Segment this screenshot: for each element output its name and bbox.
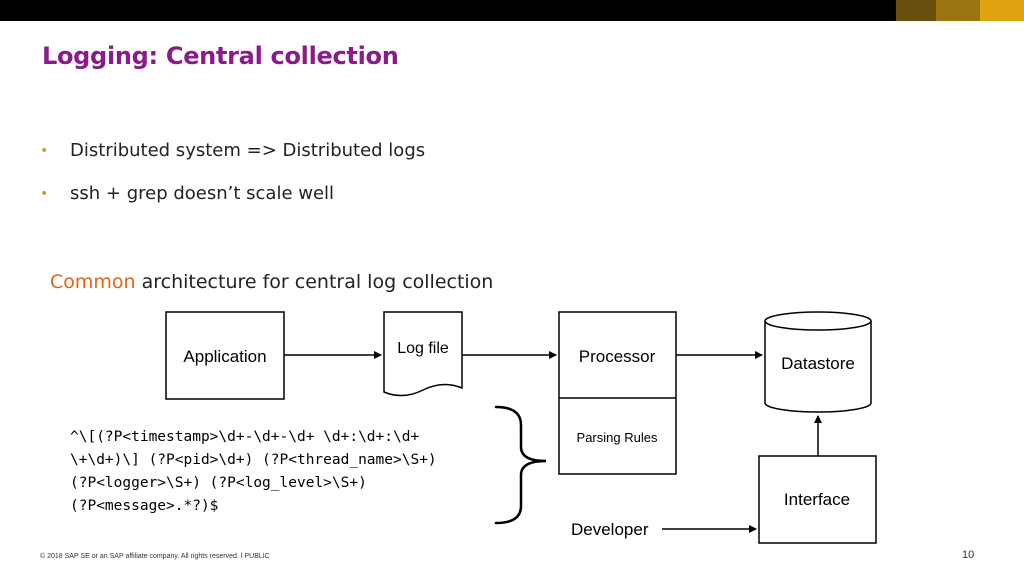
top-bar-segment-2 (936, 0, 980, 21)
regex-line: ^\[(?P<timestamp>\d+-\d+-\d+ \d+:\d+:\d+ (70, 429, 419, 445)
log-file-shape (383, 311, 463, 397)
datastore-cylinder (764, 321, 872, 413)
parsing-rules-label: Parsing Rules (577, 430, 658, 445)
bullet-item: • Distributed system => Distributed logs (40, 140, 425, 161)
interface-label: Interface (784, 490, 850, 509)
diagram-subtitle: Common architecture for central log coll… (50, 271, 493, 293)
slide-title: Logging: Central collection (42, 42, 399, 70)
processor-box (558, 311, 677, 475)
curly-brace (494, 405, 547, 525)
bullet-text: Distributed system => Distributed logs (70, 140, 426, 161)
regex-line: (?P<message>.*?)$ (70, 498, 218, 514)
bullet-dot-icon: • (40, 143, 49, 159)
application-box (165, 311, 285, 400)
developer-label: Developer (571, 520, 649, 539)
top-bar (0, 0, 1024, 21)
processor-label: Processor (579, 347, 656, 366)
footer-copyright: © 2018 SAP SE or an SAP affiliate compan… (40, 553, 270, 560)
interface-box (758, 455, 877, 544)
regex-line: (?P<logger>\S+) (?P<log_level>\S+) (70, 475, 367, 491)
page-number: 10 (962, 549, 975, 561)
bullet-dot-icon: • (40, 186, 49, 202)
bullet-text: ssh + grep doesn’t scale well (70, 183, 335, 204)
datastore-label: Datastore (781, 354, 855, 373)
top-bar-segment-3 (980, 0, 1024, 21)
bullet-item: • ssh + grep doesn’t scale well (40, 183, 334, 204)
top-bar-segment-1 (896, 0, 936, 21)
application-label: Application (183, 347, 266, 366)
subtitle-rest: architecture for central log collection (135, 271, 494, 293)
datastore-top (764, 311, 872, 331)
log-file-label: Log file (397, 340, 449, 357)
subtitle-accent: Common (50, 271, 136, 293)
regex-line: \+\d+)\] (?P<pid>\d+) (?P<thread_name>\S… (70, 452, 437, 468)
